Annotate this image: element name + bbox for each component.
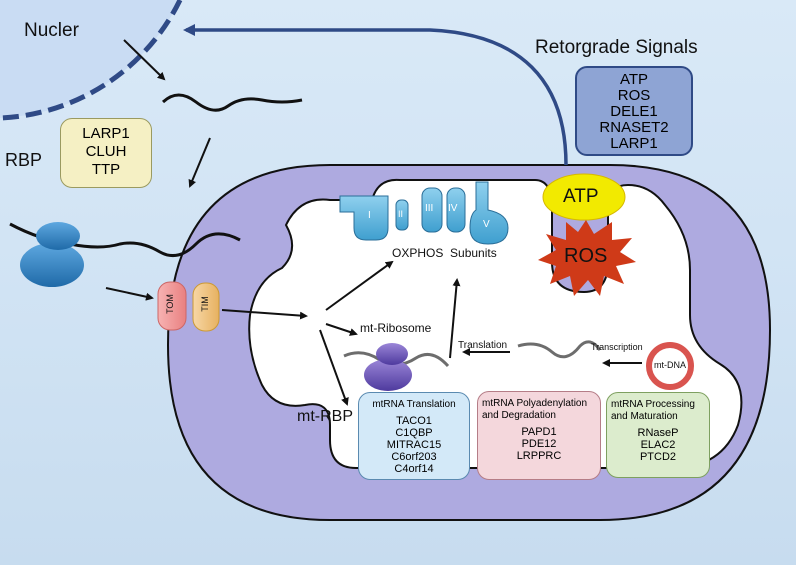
translation-label: Translation [458,340,508,351]
cytosolic-ribosome [20,222,84,287]
mt-ribosome-label: mt-Ribosome [360,321,432,335]
box-title: mtRNA Translation [372,399,456,410]
ros-label: ROS [564,245,608,267]
complex-ii [395,199,409,231]
rbp-item: CLUH [85,143,127,160]
arrow-nucleus-export [123,39,166,81]
mtdna-ring [646,342,694,390]
rbp-item: TTP [91,161,121,178]
arrow-hub-to-oxphos [325,260,394,311]
retrograde-arrow [183,24,568,166]
rbp-box: LARP1 CLUH TTP [60,118,152,188]
tim-label: TIM [199,296,210,312]
tom-label: TOM [164,294,175,314]
box-item: PAPD1 [521,426,557,438]
mtrna-translation-box: mtRNA Translation TACO1 C1QBP MITRAC15 C… [358,392,470,480]
mtrna-polyadenylation-box: mtRNA Polyadenylation and Degradation PA… [477,391,601,480]
complex-v-label: V [483,219,490,230]
mt-mrna-transcript [517,340,602,359]
box-item: C1QBP [395,427,433,439]
retro-item: RNASET2 [599,119,669,136]
ros-burst [538,220,636,296]
complex-i-label: I [368,210,371,221]
box-item: C6orf203 [391,451,437,463]
box-item: C4orf14 [394,463,434,475]
box-title: mtRNA Polyadenylation [482,398,588,409]
transcription-label: Transcription [591,342,643,352]
rbp-item: LARP1 [82,125,130,142]
mt-ribosome [364,343,412,391]
mt-rbp-label: mt-RBP [297,408,353,425]
box-item: RNaseP [637,427,679,439]
retro-item: ROS [617,87,651,104]
complex-i [339,195,389,241]
box-item: TACO1 [396,415,432,427]
mtdna-label: mt-DNA [654,360,686,370]
oxphos-label: OXPHOS Subunits [392,246,497,260]
mtrna-processing-box: mtRNA Processing and Maturation RNaseP E… [606,392,710,478]
arrow-to-tom [105,287,154,301]
oxphos-complexes [339,181,509,245]
complex-iv-label: IV [448,203,458,214]
retro-item: LARP1 [610,135,658,152]
tim-complex [192,282,220,332]
arrow-hub-to-mt-rbp [319,329,349,406]
arrow-ribosome-to-oxphos [449,278,461,359]
rbp-label: RBP [5,150,43,170]
arrow-hub-to-ribosome [325,323,358,336]
nucleus-label: Nucler [24,20,79,41]
box-item: PTCD2 [639,451,677,463]
box-item: ELAC2 [640,439,676,451]
mrna-strand-nucleus [161,93,303,112]
atp-label: ATP [563,186,599,207]
complex-v [469,181,509,245]
nucleus [0,0,183,121]
box-title: mtRNA Processing [611,399,695,410]
complex-iv [446,187,466,233]
atp-ellipse [542,173,626,221]
complex-iii-label: III [425,203,434,214]
complex-ii-label: II [398,209,404,219]
arrow-tim-to-hub [221,309,308,320]
box-title: and Maturation [611,411,678,422]
box-title: and Degradation [482,410,556,421]
retrograde-title: Retorgrade Signals [535,37,698,58]
complex-iii [421,187,443,233]
arrow-to-ribosome [188,137,211,188]
retrograde-box: ATP ROS DELE1 RNASET2 LARP1 [575,66,693,156]
tom-complex [157,281,187,331]
retro-item: ATP [619,71,649,88]
box-item: LRPPRC [516,450,562,462]
retro-item: DELE1 [610,103,658,120]
box-item: PDE12 [521,438,557,450]
box-item: MITRAC15 [386,439,442,451]
